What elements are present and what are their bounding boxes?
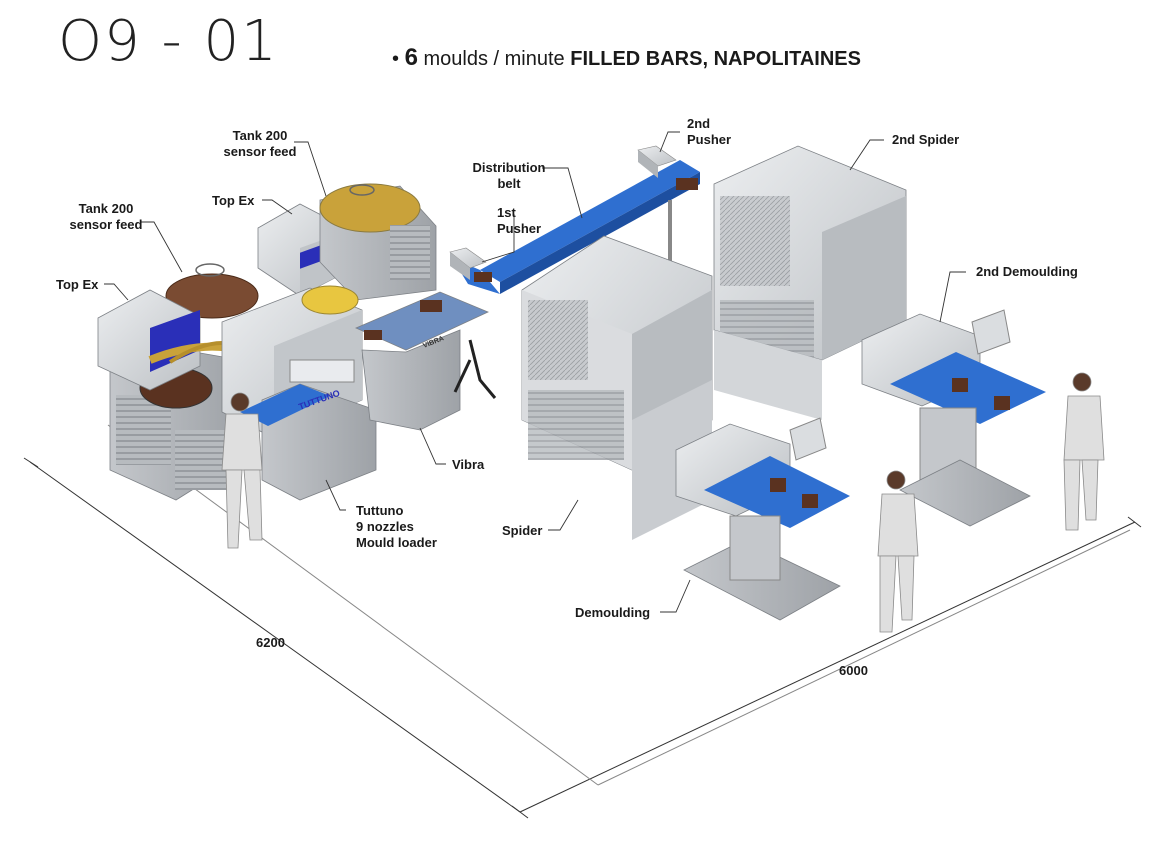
label-top-ex-lower: Top Ex [56,277,99,292]
label-top-ex-upper: Top Ex [212,193,255,208]
label-pusher-2nd: 2nd Pusher [687,116,731,148]
label-tank-200-upper: Tank 200 sensor feed [212,128,308,160]
label-line: Pusher [687,132,732,147]
rate-number: 6 [404,44,418,71]
operator-3 [1063,372,1105,531]
dimension-6200: 6200 [256,635,285,650]
dimension-line-6000 [519,521,1136,813]
label-line: Tank 200 [78,201,134,216]
label-pusher-1st: 1st Pusher [497,205,541,237]
label-line: Tank 200 [232,128,288,143]
label-demoulding-2nd: 2nd Demoulding [976,264,1078,279]
product-name: FILLED BARS, NAPOLITAINES [570,48,861,70]
top-ex-lower [97,289,252,391]
label-line: Mould loader [356,535,437,550]
operator-1 [221,392,263,549]
distribution-belt [452,160,700,294]
pusher-1st-unit [449,247,487,280]
label-line: 9 nozzles [356,519,414,534]
spider-2nd-unit [713,145,907,420]
dimension-6000: 6000 [839,663,868,678]
label-tank-200-lower: Tank 200 sensor feed [58,201,154,233]
tuttuno-mould-loader [221,285,377,501]
layout-code: O9 - 01 [58,9,279,74]
operator-2 [877,470,919,633]
label-line: sensor feed [69,217,143,232]
spider-unit [521,235,713,540]
pusher-2nd-unit [637,145,677,178]
label-vibra: Vibra [452,457,485,472]
vibra-unit [354,291,497,431]
label-line: Tuttuno [356,503,404,518]
label-demoulding: Demoulding [575,605,651,620]
label-spider: Spider [502,523,543,538]
demoulding-unit [675,417,850,621]
label-tuttuno: Tuttuno 9 nozzles Mould loader [356,503,437,551]
demoulding-2nd-unit [861,309,1046,527]
bullet: • [392,48,400,70]
dimension-line-6200 [29,461,521,813]
rate-unit: moulds / minute [423,48,565,70]
leader-lines [104,131,966,613]
label-line: 1st [497,205,516,220]
label-spider-2nd: 2nd Spider [892,132,960,147]
label-distribution-belt: Distribution belt [466,160,552,192]
label-line: belt [497,176,521,191]
label-line: 2nd [687,116,711,131]
label-line: Distribution [472,160,546,175]
tank-200-upper [319,183,437,301]
label-line: sensor feed [223,144,297,159]
label-line: Pusher [497,221,542,236]
production-headline: • 6 moulds / minute FILLED BARS, NAPOLIT… [392,44,861,73]
